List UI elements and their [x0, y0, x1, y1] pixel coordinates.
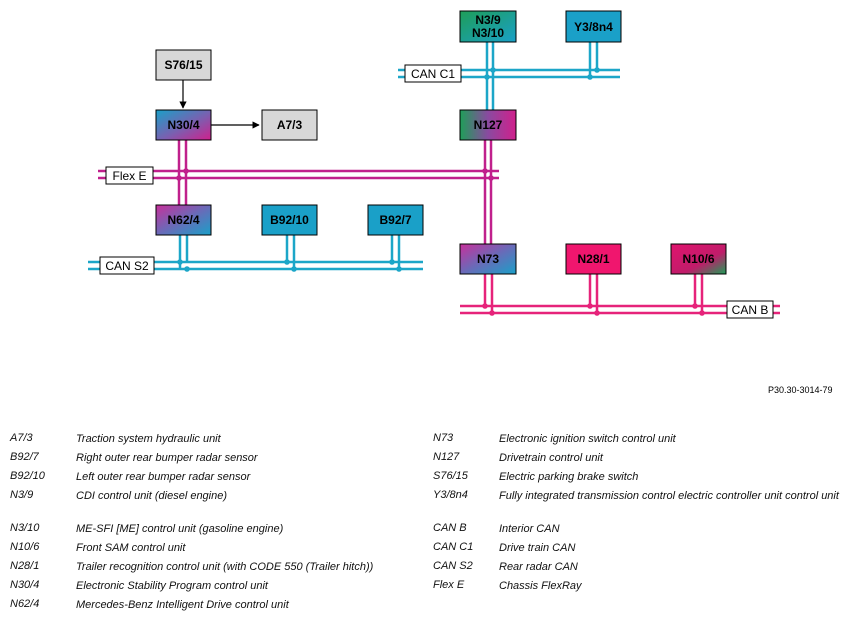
bus-flex-e-junctions: [176, 168, 494, 181]
svg-text:N62/4: N62/4: [167, 213, 199, 227]
node-n62-4: N62/4: [155, 204, 212, 236]
legend-description: Trailer recognition control unit (with C…: [76, 561, 374, 573]
node-n3-9-n3-10: N3/9 N3/10: [459, 10, 517, 43]
network-diagram: S76/15 N30/4 A7/3 N62/4 B92/10 B92/7 N3/…: [88, 10, 780, 319]
node-n30-4: N30/4: [155, 109, 212, 141]
legend-description: Traction system hydraulic unit: [76, 433, 221, 445]
node-n10-6: N10/6: [670, 243, 727, 275]
legend-description: Rear radar CAN: [499, 561, 578, 573]
legend-description: Electronic ignition switch control unit: [499, 433, 676, 445]
figure-reference: P30.30-3014-79: [768, 385, 833, 395]
legend-code: CAN B: [433, 522, 467, 534]
legend-description: ME-SFI [ME] control unit (gasoline engin…: [76, 523, 284, 535]
svg-text:N127: N127: [474, 118, 503, 132]
svg-text:S76/15: S76/15: [164, 58, 202, 72]
legend-code: N127: [433, 451, 460, 463]
legend-description: Electric parking brake switch: [499, 471, 639, 483]
svg-text:CAN B: CAN B: [732, 303, 769, 317]
bus-can-c1-junctions: [484, 67, 600, 80]
legend-code: Y3/8n4: [433, 489, 468, 501]
legend-code: CAN S2: [433, 560, 473, 572]
legend-code: N3/10: [10, 522, 40, 534]
legend-description: Drivetrain control unit: [499, 452, 603, 464]
svg-text:CAN S2: CAN S2: [105, 259, 149, 273]
svg-text:N28/1: N28/1: [577, 252, 609, 266]
svg-text:N10/6: N10/6: [682, 252, 714, 266]
legend-description: CDI control unit (diesel engine): [76, 490, 228, 502]
svg-text:Flex E: Flex E: [112, 169, 146, 183]
legend-description: Interior CAN: [499, 523, 560, 535]
legend-code: N62/4: [10, 598, 40, 610]
legend-code: Flex E: [433, 579, 465, 591]
legend-description: Mercedes-Benz Intelligent Drive control …: [76, 599, 289, 611]
node-a7-3: A7/3: [261, 109, 318, 141]
node-n127: N127: [459, 109, 517, 141]
svg-text:CAN C1: CAN C1: [411, 67, 455, 81]
node-s76-15: S76/15: [155, 49, 212, 81]
legend-code: B92/7: [10, 451, 39, 463]
bus-flex-e: [98, 140, 499, 244]
legend-description: Fully integrated transmission control el…: [499, 490, 839, 502]
node-y3-8n4: Y3/8n4: [565, 10, 622, 43]
svg-text:N3/9: N3/9: [475, 13, 501, 27]
bus-label-can-b: CAN B: [726, 300, 774, 319]
legend-code: N10/6: [10, 541, 40, 553]
bus-can-b-junctions: [482, 303, 705, 316]
node-b92-10: B92/10: [261, 204, 318, 236]
bus-label-can-c1: CAN C1: [404, 64, 462, 83]
svg-text:N3/10: N3/10: [472, 26, 504, 40]
legend-code: A7/3: [10, 432, 33, 444]
legend-description: Electronic Stability Program control uni…: [76, 580, 268, 592]
bus-label-can-s2: CAN S2: [99, 256, 155, 275]
svg-text:A7/3: A7/3: [277, 118, 303, 132]
legend-description: Right outer rear bumper radar sensor: [76, 452, 258, 464]
legend-description: Left outer rear bumper radar sensor: [76, 471, 251, 483]
node-b92-7: B92/7: [367, 204, 424, 236]
legend-code: N3/9: [10, 489, 34, 501]
svg-text:B92/7: B92/7: [379, 213, 411, 227]
bus-label-flex-e: Flex E: [105, 166, 154, 185]
legend-description: Front SAM control unit: [76, 542, 186, 554]
svg-text:Y3/8n4: Y3/8n4: [574, 20, 613, 34]
legend-code: N28/1: [10, 560, 40, 572]
svg-text:N30/4: N30/4: [167, 118, 199, 132]
legend-code: N73: [433, 432, 454, 444]
node-n28-1: N28/1: [565, 243, 622, 275]
svg-text:B92/10: B92/10: [270, 213, 309, 227]
svg-text:N73: N73: [477, 252, 499, 266]
legend-description: Chassis FlexRay: [499, 580, 582, 592]
legend-code: N30/4: [10, 579, 40, 591]
legend-code: B92/10: [10, 470, 45, 482]
legend-code: CAN C1: [433, 541, 474, 553]
node-n73: N73: [459, 243, 517, 275]
legend-description: Drive train CAN: [499, 542, 576, 554]
bus-can-s2-junctions: [177, 259, 402, 272]
legend-code: S76/15: [433, 470, 468, 482]
